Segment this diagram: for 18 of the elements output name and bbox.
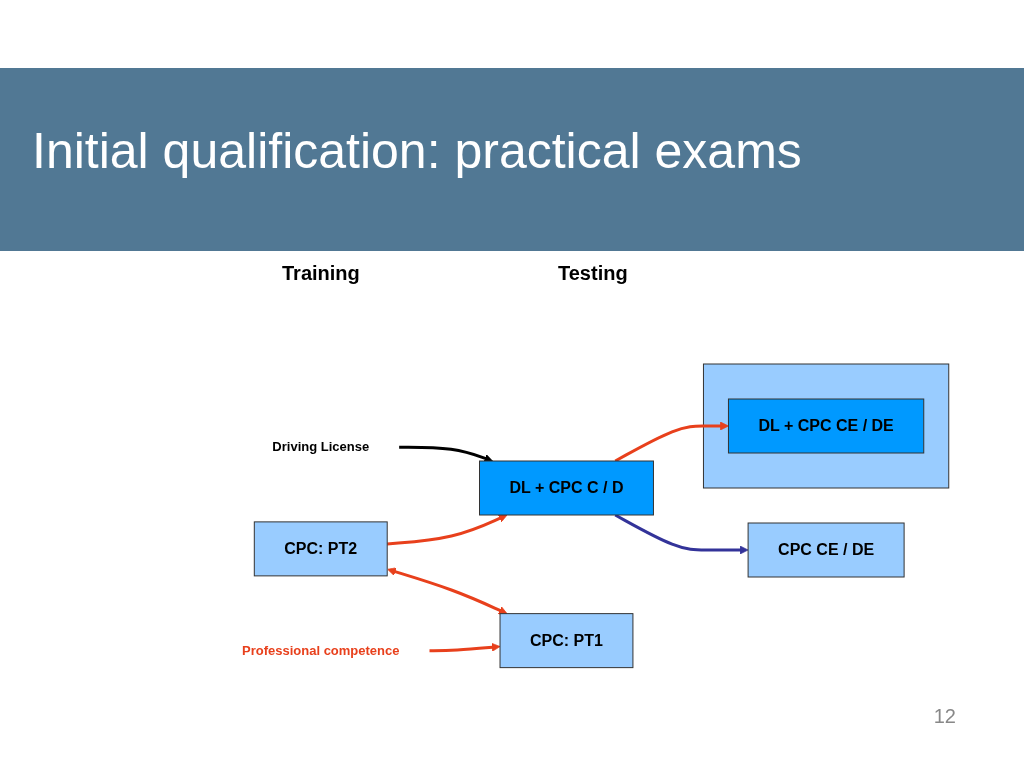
column-heading: Training	[282, 262, 360, 285]
node-box: CPC: PT1	[499, 613, 634, 669]
arrow	[398, 445, 493, 463]
cluster	[702, 363, 949, 489]
arrow	[386, 514, 508, 546]
arrow	[614, 514, 749, 555]
arrow	[429, 643, 501, 653]
node-box: DL + CPC CE / DE	[727, 398, 924, 454]
arrow	[614, 421, 729, 463]
node-box: CPC CE / DE	[747, 522, 905, 578]
node-box: CPC: PT2	[253, 521, 388, 577]
arrow	[386, 567, 508, 615]
node-text: Professional competence	[241, 643, 400, 659]
page-number: 12	[933, 705, 956, 728]
node-box: DL + CPC C / D	[478, 460, 654, 516]
node-text: Driving License	[271, 439, 369, 455]
column-heading: Testing	[558, 262, 628, 285]
title: Initial qualification: practical exams	[32, 122, 802, 180]
